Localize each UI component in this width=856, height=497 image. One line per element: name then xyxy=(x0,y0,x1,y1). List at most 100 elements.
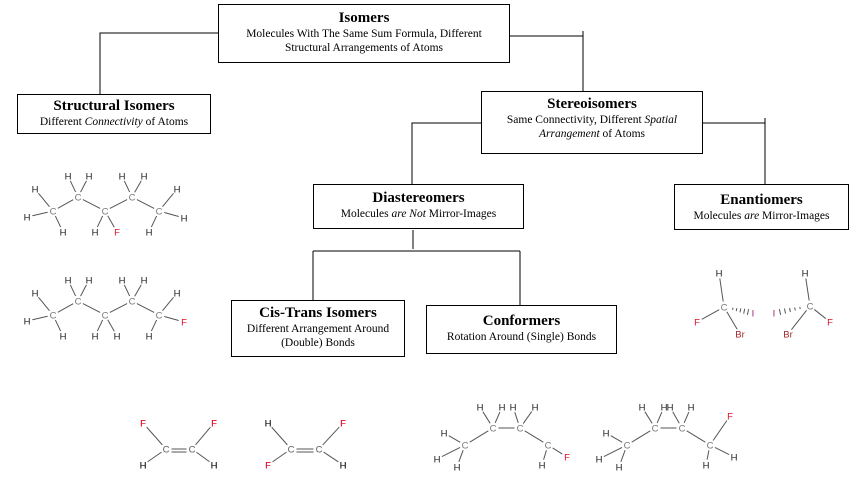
atom-c: C xyxy=(129,297,136,308)
atom-h: H xyxy=(441,429,448,440)
stereo-desc-em1: Spatial xyxy=(644,114,678,126)
atom-br: Br xyxy=(735,330,745,341)
enantiomers-desc: Molecules are Mirror-Images xyxy=(675,209,848,223)
bond xyxy=(38,296,50,312)
atom-c: C xyxy=(75,193,82,204)
atom-f: F xyxy=(140,419,146,430)
stereoisomers-box: Stereoisomers Same Connectivity, Differe… xyxy=(481,91,703,154)
bond xyxy=(686,430,706,443)
bond xyxy=(38,192,50,208)
bond xyxy=(54,215,62,228)
atom-f: F xyxy=(727,412,733,423)
structural-isomers-desc: Different Connectivity of Atoms xyxy=(18,115,210,129)
diastereomers-title: Diastereomers xyxy=(372,190,465,206)
bond xyxy=(610,435,623,443)
stereo-desc-pre: Same Connectivity, Different xyxy=(506,114,645,126)
atom-c: C xyxy=(545,441,552,452)
bond xyxy=(164,212,179,217)
atom-c: C xyxy=(288,445,295,456)
atom-h: H xyxy=(499,403,506,414)
atom-h: H xyxy=(65,172,72,183)
bond xyxy=(543,450,547,460)
atom-h: H xyxy=(146,332,153,343)
bond xyxy=(32,315,48,321)
atom-c: C xyxy=(517,424,524,435)
bond xyxy=(791,310,807,330)
hash-bond xyxy=(746,308,750,316)
atom-h: H xyxy=(119,276,126,287)
structural-isomers-box: Structural Isomers Different Connectivit… xyxy=(17,94,211,134)
bond xyxy=(150,215,158,228)
stereo-desc-post: of Atoms xyxy=(599,128,646,140)
atom-h: H xyxy=(477,403,484,414)
atom-f: F xyxy=(694,318,700,329)
structural-desc-em: Connectivity xyxy=(84,116,143,128)
bond xyxy=(123,284,131,297)
atom-i: I xyxy=(752,309,755,320)
atom-h: H xyxy=(32,185,39,196)
cis-trans-isomers-box: Cis-Trans Isomers Different Arrangement … xyxy=(231,300,405,357)
atom-c: C xyxy=(156,311,163,322)
bond xyxy=(494,411,501,424)
bond xyxy=(522,411,533,424)
bond xyxy=(69,180,77,193)
atom-c: C xyxy=(316,445,323,456)
atom-f: F xyxy=(564,453,570,464)
hash-bond xyxy=(735,307,738,312)
atom-c: C xyxy=(462,441,469,452)
atom-c: C xyxy=(624,441,631,452)
atom-h: H xyxy=(114,332,121,343)
atom-h: H xyxy=(92,228,99,239)
atom-c: C xyxy=(163,445,170,456)
bond xyxy=(514,412,519,423)
diastereomers-desc-post: Mirror-Images xyxy=(425,208,497,220)
atom-h: H xyxy=(667,403,674,414)
atom-c: C xyxy=(189,445,196,456)
atom-h: H xyxy=(716,269,723,280)
enantiomers-desc-post: Mirror-Images xyxy=(759,210,830,222)
bond xyxy=(196,451,210,463)
hash-bond xyxy=(743,308,746,314)
atom-h: H xyxy=(703,461,710,472)
bond xyxy=(813,309,827,319)
connector-isomers-structural xyxy=(99,32,218,95)
atom-h: H xyxy=(60,332,67,343)
atom-h: H xyxy=(141,276,148,287)
atom-c: C xyxy=(156,207,163,218)
cis-trans-title: Cis-Trans Isomers xyxy=(259,305,377,321)
bond xyxy=(603,447,623,457)
atom-c: C xyxy=(75,297,82,308)
atom-f: F xyxy=(181,318,187,329)
atom-h: H xyxy=(639,403,646,414)
atom-h: H xyxy=(146,228,153,239)
atom-h: H xyxy=(510,403,517,414)
enantiomers-desc-pre: Molecules xyxy=(693,210,745,222)
bond xyxy=(107,215,115,228)
atom-h: H xyxy=(24,317,31,328)
bond xyxy=(109,303,128,313)
atom-f: F xyxy=(211,419,217,430)
hash-bond xyxy=(789,307,791,313)
bond xyxy=(134,284,142,297)
connector-stereo-enantiomers xyxy=(703,118,766,184)
atom-h: H xyxy=(265,419,272,430)
atom-f: F xyxy=(827,318,833,329)
atom-h: H xyxy=(340,461,347,472)
bond xyxy=(162,296,174,312)
bond xyxy=(96,319,104,332)
atom-i: I xyxy=(773,309,776,320)
hash-bond xyxy=(794,307,796,311)
bond xyxy=(195,426,211,446)
bond xyxy=(322,426,340,446)
atom-c: C xyxy=(50,311,57,322)
structural-desc-post: of Atoms xyxy=(142,116,189,128)
atom-h: H xyxy=(603,429,610,440)
atom-h: H xyxy=(181,214,188,225)
atom-h: H xyxy=(434,455,441,466)
bond xyxy=(552,447,563,455)
